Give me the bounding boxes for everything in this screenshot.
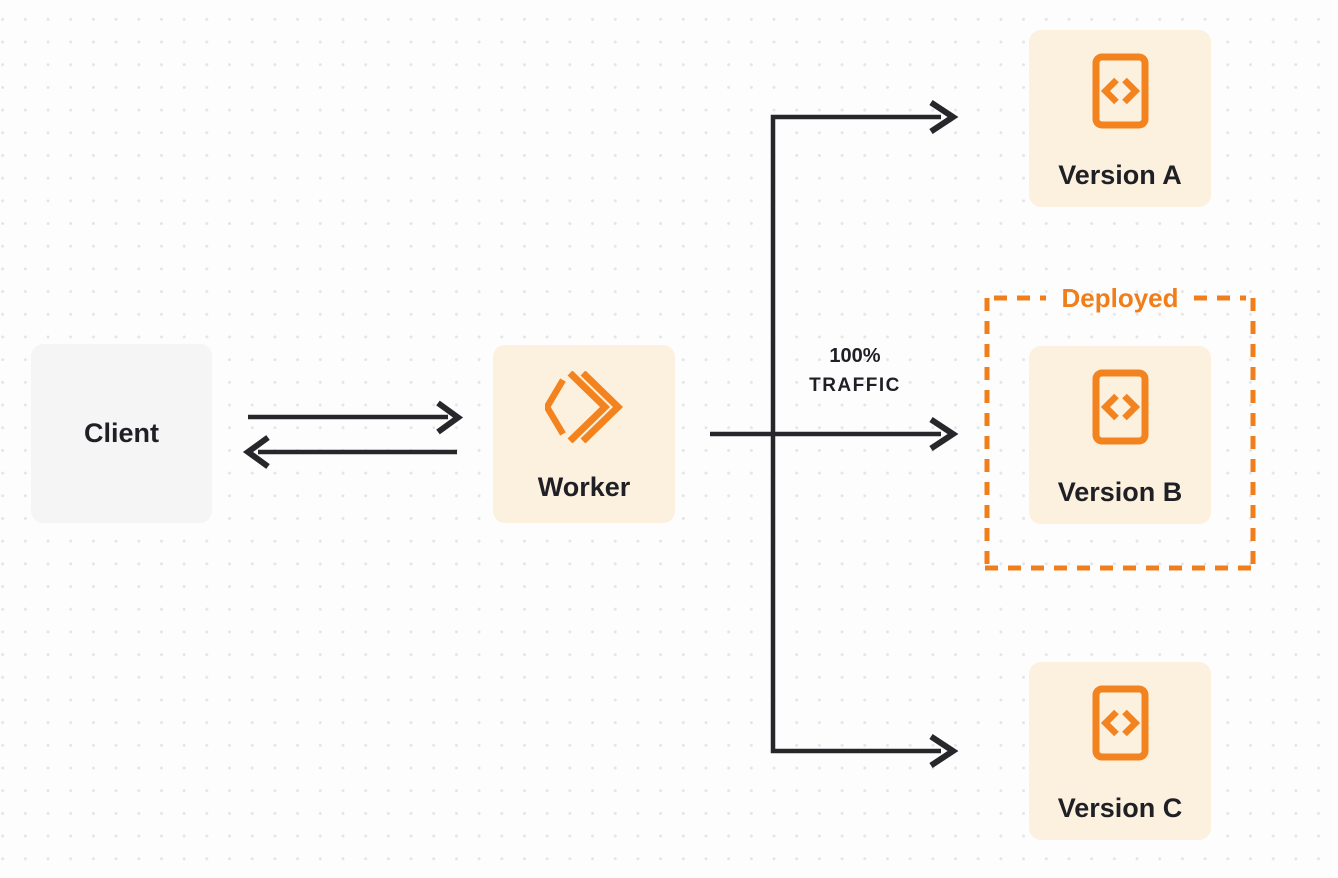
version-a-label: Version A bbox=[1058, 160, 1182, 190]
arrowhead-version-c bbox=[929, 733, 959, 769]
version-c-node: Version C bbox=[1029, 662, 1211, 840]
version-a-node: Version A bbox=[1029, 30, 1211, 207]
worker-node: Worker bbox=[493, 345, 675, 523]
cloudflare-workers-icon bbox=[545, 371, 623, 443]
response-arrow bbox=[242, 435, 457, 469]
worker-label: Worker bbox=[537, 472, 631, 502]
code-file-icon bbox=[1092, 685, 1149, 761]
deployed-dashed-frame bbox=[984, 295, 1256, 571]
traffic-word-text: TRAFFIC bbox=[809, 375, 901, 396]
deployed-badge: Deployed bbox=[1061, 283, 1179, 313]
code-file-icon bbox=[1092, 369, 1149, 445]
version-b-label: Version B bbox=[1057, 477, 1183, 507]
traffic-annotation: 100% TRAFFIC bbox=[780, 346, 930, 395]
request-arrow bbox=[248, 400, 464, 435]
traffic-percent-text: 100% bbox=[829, 345, 881, 367]
arrowhead-version-a bbox=[929, 99, 959, 135]
version-b-node: Version B bbox=[1029, 346, 1211, 524]
arrowhead-version-b bbox=[929, 416, 959, 452]
client-label: Client bbox=[83, 418, 159, 448]
fanout-tree bbox=[710, 99, 959, 769]
code-file-icon bbox=[1092, 53, 1149, 129]
version-c-label: Version C bbox=[1057, 793, 1183, 823]
client-node: Client bbox=[31, 344, 212, 523]
